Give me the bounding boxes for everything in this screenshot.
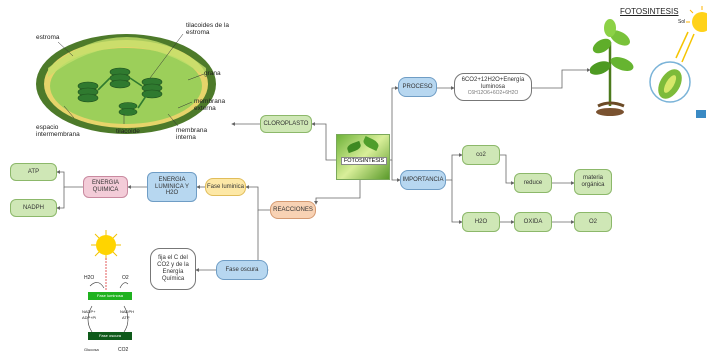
cycle-h2o: H2O [84,275,95,281]
ecuacion-luminosa: luminosa [480,83,505,90]
energia-quimica-line-1: ENERGIA [91,180,119,187]
label-tilacoides: tilacoides de la estroma [186,22,229,37]
energia-luminica-node[interactable]: ENERGIA LUMINICA Y H2O [147,172,197,202]
importancia-node[interactable]: IMPORTANCIA [400,170,446,190]
ecuacion-line-2: luminosa C6H12O6+6O2+6H2O [456,84,530,98]
cycle-illustration: H2O O2 Fase luminosa NADP+ ADP+Pi NADPH … [80,228,142,358]
label-espacio-intermembrana: espacio intermembrana [36,124,80,139]
energia-luminica-line-2: LUMINICA Y [155,183,189,190]
energia-luminica-line-3: H2O [165,190,179,197]
plant-illustration: FOTOSINTESIS Sol [590,2,707,130]
ecuacion-line-1: 6CO2+12H2O+Energía [461,76,525,83]
fija-line-2: CO2 y de la [157,262,189,269]
label-tilacoide: tilacoide [116,128,140,135]
oxida-node[interactable]: OXIDA [514,212,552,232]
cycle-co2: CO2 [118,347,129,353]
fija-node[interactable]: fija el C del CO2 y de la Energía Químic… [150,248,196,290]
cycle-fase-oscura: Fase oscura [88,332,132,340]
leaf-icon [361,136,381,151]
chloroplast-illustration [36,33,216,134]
fotosintesis-node[interactable]: FOTOSINTESIS [336,134,390,180]
cycle-nadp: NADP+ [82,309,96,314]
atp-node[interactable]: ATP [10,163,57,181]
h2o-node[interactable]: H2O [462,212,500,232]
fija-line-1: fija el C del [158,255,188,262]
materia-organica-node[interactable]: materia orgánica [574,169,612,195]
label-membrana-externa: membrana externa [194,98,226,113]
cycle-fase-luminosa: Fase luminosa [88,292,132,300]
plant-title: FOTOSINTESIS [620,7,679,16]
energia-quimica-node[interactable]: ENERGIA QUIMICA [83,176,128,198]
co2-node[interactable]: co2 [462,145,500,165]
label-grana: grana [204,70,221,77]
cycle-adp: ADP+Pi [82,315,97,320]
sun-icon [87,230,129,333]
proceso-node[interactable]: PROCESO [398,77,437,97]
reacciones-node[interactable]: REACCIONES [270,201,316,219]
cycle-o2: O2 [122,275,129,281]
materia-line-2: orgánica [581,182,605,188]
cycle-nadph: NADPH [120,309,135,314]
cloroplasto-node[interactable]: CLOROPLASTO [260,115,312,133]
energia-luminica-line-1: ENERGIA [158,176,186,183]
ecuacion-line-3: C6H12O6+6O2+6H2O [467,90,519,97]
fija-line-4: Química [161,275,185,282]
label-membrana-interna: membrana interna [176,127,208,142]
leaf-icon [346,140,362,154]
cycle-atp: ATP [122,315,130,320]
label-estroma: estroma [36,34,60,41]
o2-node[interactable]: O2 [574,212,612,232]
plant-graphic [590,6,707,118]
cycle-glucosa: Glucosa [84,347,99,352]
energia-quimica-line-2: QUIMICA [92,187,119,193]
fase-oscura-node[interactable]: Fase oscura [216,260,268,280]
materia-line-1: materia [582,175,603,182]
fotosintesis-label: FOTOSINTESIS [341,157,387,165]
ecuacion-node[interactable]: 6CO2+12H2O+Energía luminosa C6H12O6+6O2+… [454,73,532,101]
fija-line-3: Energía [162,269,184,275]
plant-sol-label: Sol [678,19,686,25]
fase-luminica-node[interactable]: Fase luminica [205,178,246,196]
nadph-node[interactable]: NADPH [10,199,57,217]
reduce-node[interactable]: reduce [514,173,552,193]
